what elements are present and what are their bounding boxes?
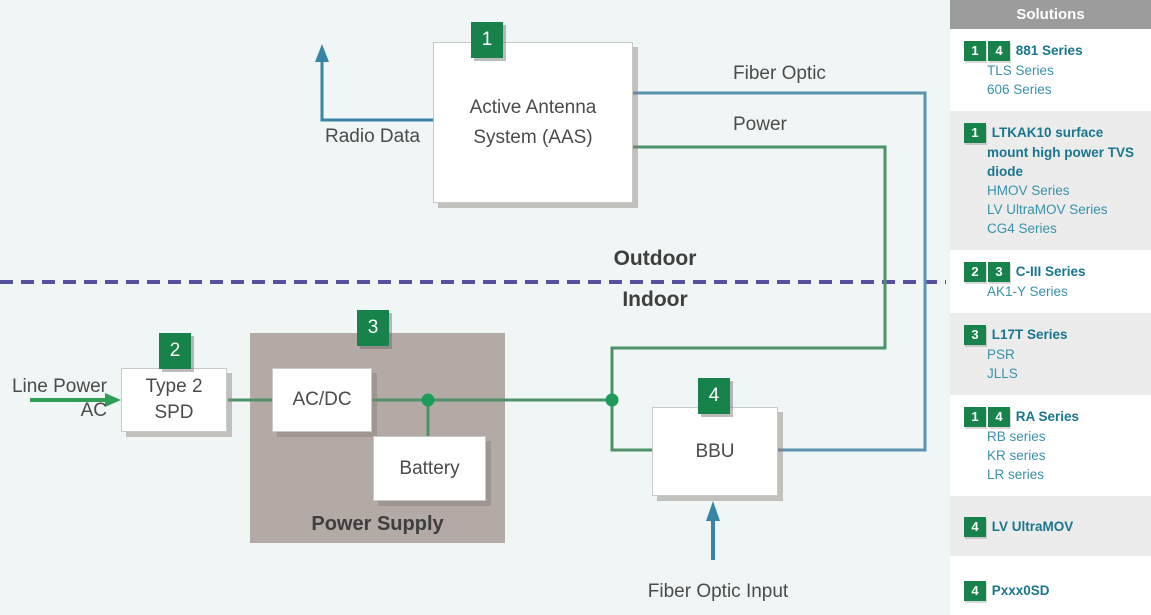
fiber-optic-label: Fiber Optic bbox=[733, 63, 826, 84]
solution-badge: 2 bbox=[964, 262, 986, 282]
solution-series-link[interactable]: LTKAK10 surface mount high power TVS dio… bbox=[987, 125, 1134, 179]
solution-series-link[interactable]: AK1-Y Series bbox=[987, 284, 1068, 299]
radio-data-arrowhead-icon bbox=[315, 44, 329, 62]
solutions-section-l17t: 3 L17T Series PSR JLLS bbox=[950, 313, 1151, 395]
solution-badge: 1 bbox=[964, 407, 986, 427]
step-badge-1: 1 bbox=[471, 22, 503, 58]
solution-series-link[interactable]: HMOV Series bbox=[987, 183, 1070, 198]
solution-series-link[interactable]: L17T Series bbox=[991, 327, 1068, 342]
solutions-entry: 4 Pxxx0SD bbox=[964, 581, 1143, 601]
solution-series-link[interactable]: 881 Series bbox=[1015, 43, 1083, 58]
solution-badge: 4 bbox=[988, 407, 1010, 427]
solution-badge: 1 bbox=[964, 123, 986, 143]
bbu-junction-dot bbox=[605, 393, 619, 407]
diagram-wires bbox=[0, 44, 946, 560]
step-badge-4: 4 bbox=[698, 378, 730, 414]
solution-series-link[interactable]: RA Series bbox=[1015, 409, 1080, 424]
fiber-optic-input-label: Fiber Optic Input bbox=[647, 581, 789, 602]
solution-series-link[interactable]: 606 Series bbox=[987, 82, 1052, 97]
solution-series-link[interactable]: KR series bbox=[987, 448, 1046, 463]
solution-series-link[interactable]: LV UltraMOV Series bbox=[987, 202, 1108, 217]
solution-badge: 4 bbox=[964, 581, 986, 601]
bbu-box: BBU bbox=[652, 407, 778, 496]
solution-series-link[interactable]: LR series bbox=[987, 467, 1045, 482]
solution-series-link[interactable]: Pxxx0SD bbox=[991, 583, 1050, 598]
type2-spd-box: Type 2 SPD bbox=[121, 368, 227, 432]
solution-series-link[interactable]: JLLS bbox=[987, 366, 1018, 381]
step-badge-2: 2 bbox=[159, 333, 191, 369]
solution-series-link[interactable]: PSR bbox=[987, 347, 1015, 362]
indoor-label: Indoor bbox=[622, 288, 688, 311]
solutions-header: Solutions bbox=[950, 0, 1151, 29]
solution-badge: 4 bbox=[964, 517, 986, 537]
solutions-section-lvultramov: 4 LV UltraMOV bbox=[950, 496, 1151, 556]
radio-data-label: Radio Data bbox=[325, 126, 421, 147]
diagram-canvas: Active Antenna System (AAS) Type 2 SPD A… bbox=[0, 0, 950, 615]
solutions-section-ltkak10: 1 LTKAK10 surface mount high power TVS d… bbox=[950, 111, 1151, 250]
solutions-entry: 3 L17T Series bbox=[964, 325, 1143, 345]
solutions-entry: 4 LV UltraMOV bbox=[964, 517, 1143, 537]
power-label: Power bbox=[733, 114, 787, 135]
solution-series-link[interactable]: C-III Series bbox=[1015, 264, 1086, 279]
solution-badge: 3 bbox=[988, 262, 1010, 282]
battery-junction-dot bbox=[421, 393, 435, 407]
radio-data-line bbox=[320, 60, 433, 122]
acdc-box: AC/DC bbox=[272, 368, 372, 432]
solution-series-link[interactable]: LV UltraMOV bbox=[991, 519, 1074, 534]
solution-badge: 1 bbox=[964, 41, 986, 61]
line-power-arrowhead-icon bbox=[105, 393, 121, 407]
fiber-optic-input-arrowhead-icon bbox=[706, 501, 720, 521]
solution-badge: 3 bbox=[964, 325, 986, 345]
outdoor-label: Outdoor bbox=[613, 247, 697, 270]
power-supply-label: Power Supply bbox=[311, 513, 444, 535]
fiber-optic-line bbox=[633, 91, 927, 452]
power-line bbox=[610, 145, 887, 452]
solution-badge: 4 bbox=[988, 41, 1010, 61]
solutions-section-pxxx0sd: 4 Pxxx0SD bbox=[950, 556, 1151, 613]
step-badge-3: 3 bbox=[357, 310, 389, 346]
solution-series-link[interactable]: CG4 Series bbox=[987, 221, 1057, 236]
solution-series-link[interactable]: RB series bbox=[987, 429, 1046, 444]
aas-box: Active Antenna System (AAS) bbox=[433, 42, 633, 203]
battery-box: Battery bbox=[373, 436, 486, 501]
line-power-ac-label: Line Power AC bbox=[11, 376, 107, 421]
solutions-entry: 1 LTKAK10 surface mount high power TVS d… bbox=[964, 123, 1143, 181]
solution-series-link[interactable]: TLS Series bbox=[987, 63, 1054, 78]
